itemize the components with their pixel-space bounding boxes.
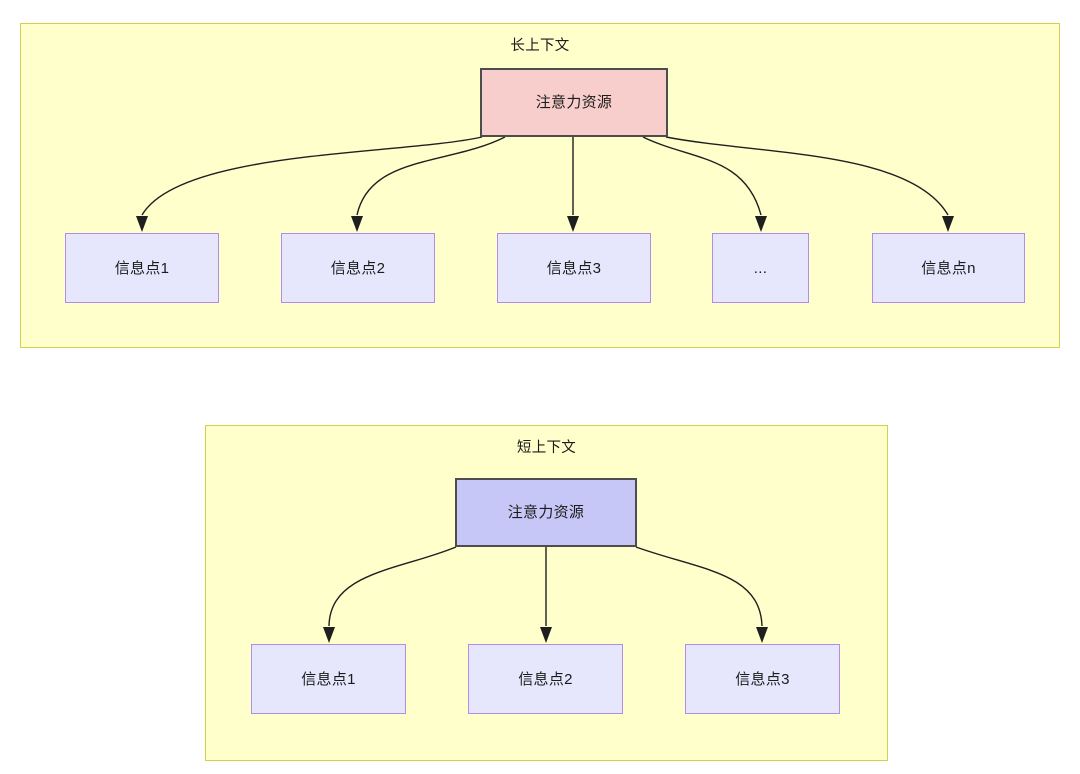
node-info-point-ellipsis-long[interactable]: ... [712, 233, 809, 303]
panel-short-context-title: 短上下文 [516, 440, 577, 456]
node-label: 信息点3 [546, 259, 602, 277]
node-label: 信息点n [921, 259, 976, 277]
node-label: 注意力资源 [535, 94, 613, 111]
node-info-point-3-long[interactable]: 信息点3 [497, 233, 651, 303]
node-info-point-2-short[interactable]: 信息点2 [468, 644, 623, 714]
node-label: 信息点3 [735, 670, 790, 688]
node-attention-resource-short[interactable]: 注意力资源 [455, 478, 637, 547]
node-info-point-3-short[interactable]: 信息点3 [685, 644, 840, 714]
node-label: ... [753, 259, 768, 277]
node-label: 信息点2 [330, 259, 386, 277]
node-attention-resource-long[interactable]: 注意力资源 [480, 68, 668, 137]
node-info-point-1-long[interactable]: 信息点1 [65, 233, 219, 303]
node-label: 信息点2 [518, 670, 573, 688]
node-label: 注意力资源 [507, 504, 585, 521]
node-info-point-n-long[interactable]: 信息点n [872, 233, 1025, 303]
node-label: 信息点1 [301, 670, 356, 688]
panel-long-context-title: 长上下文 [510, 38, 570, 54]
node-label: 信息点1 [114, 259, 170, 277]
node-info-point-2-long[interactable]: 信息点2 [281, 233, 435, 303]
node-info-point-1-short[interactable]: 信息点1 [251, 644, 406, 714]
